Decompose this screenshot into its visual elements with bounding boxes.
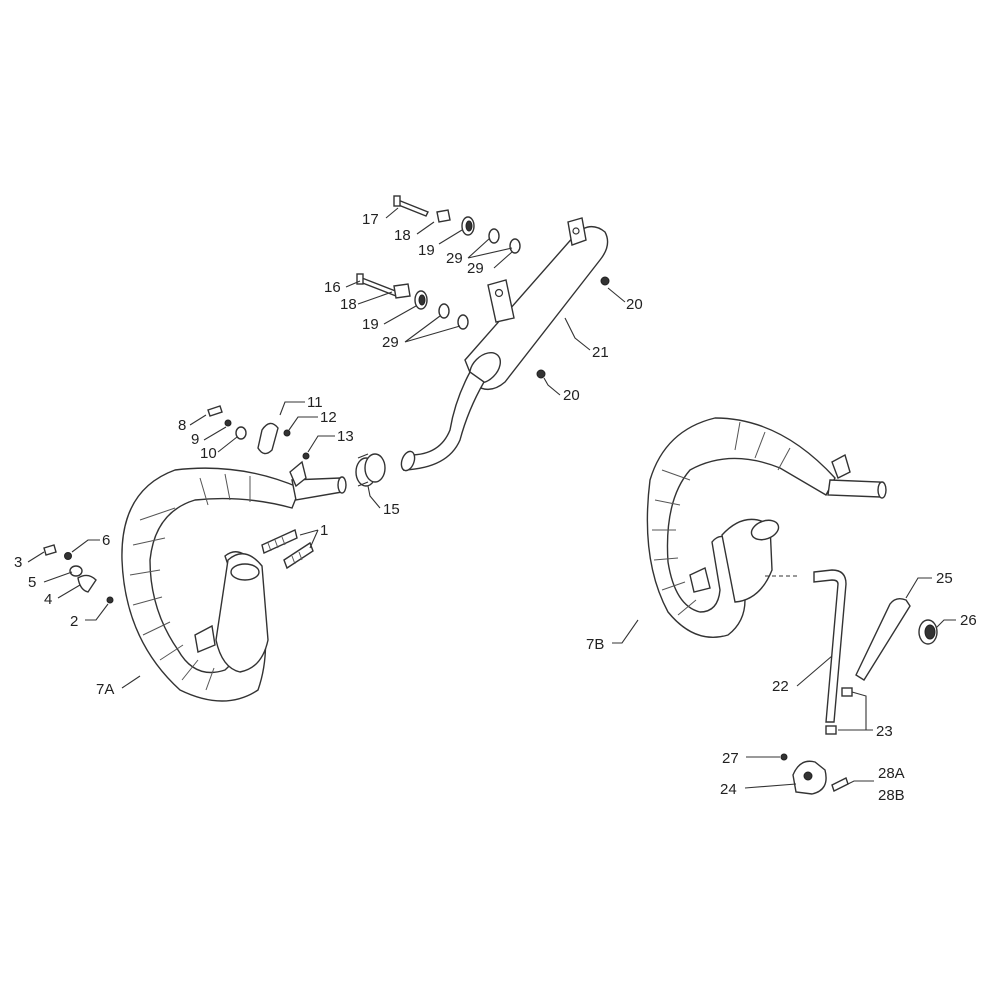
- callout-13: 13: [337, 428, 354, 445]
- expansion-chamber-part-7B: [646, 417, 887, 639]
- callout-7B: 7B: [586, 636, 604, 653]
- callout-28B: 28B: [878, 787, 905, 804]
- callout-29-upper-b: 29: [467, 260, 484, 277]
- callout-28A: 28A: [878, 765, 905, 782]
- callout-20-lower: 20: [563, 387, 580, 404]
- callout-12: 12: [320, 409, 337, 426]
- callout-18-upper: 18: [394, 227, 411, 244]
- coupler-part-15: [355, 453, 386, 487]
- callout-10: 10: [200, 445, 217, 462]
- callout-labels: 17 18 19 29 29 20 16 18 19 29 21 20 8 9 …: [14, 211, 977, 804]
- callout-17: 17: [362, 211, 379, 228]
- leader-lines: [27, 207, 956, 789]
- callout-23: 23: [876, 723, 893, 740]
- callout-16: 16: [324, 279, 341, 296]
- callout-19-lower: 19: [362, 316, 379, 333]
- callout-26: 26: [960, 612, 977, 629]
- callout-25: 25: [936, 570, 953, 587]
- callout-3: 3: [14, 554, 22, 571]
- callout-9: 9: [191, 431, 199, 448]
- callout-7A: 7A: [96, 681, 114, 698]
- callout-20-upper: 20: [626, 296, 643, 313]
- callout-19-upper: 19: [418, 242, 435, 259]
- callout-11: 11: [307, 394, 323, 411]
- callout-27: 27: [722, 750, 739, 767]
- callout-15: 15: [383, 501, 400, 518]
- callout-6: 6: [102, 532, 110, 549]
- mounting-hardware: [43, 195, 938, 792]
- callout-2: 2: [70, 613, 78, 630]
- callout-4: 4: [44, 591, 52, 608]
- callout-5: 5: [28, 574, 36, 591]
- callout-18-lower: 18: [340, 296, 357, 313]
- callout-29-upper-a: 29: [446, 250, 463, 267]
- valve-part-24: [792, 760, 827, 795]
- expansion-chamber-part-7A: [121, 460, 347, 702]
- callout-21: 21: [592, 344, 609, 361]
- callout-24: 24: [720, 781, 737, 798]
- callout-29-lower: 29: [382, 334, 399, 351]
- callout-8: 8: [178, 417, 186, 434]
- callout-1: 1: [320, 522, 328, 539]
- hoses-part-22-25: [813, 569, 911, 723]
- callout-22: 22: [772, 678, 789, 695]
- silencer-part-21: [400, 217, 609, 472]
- springs-part-1: [261, 529, 314, 570]
